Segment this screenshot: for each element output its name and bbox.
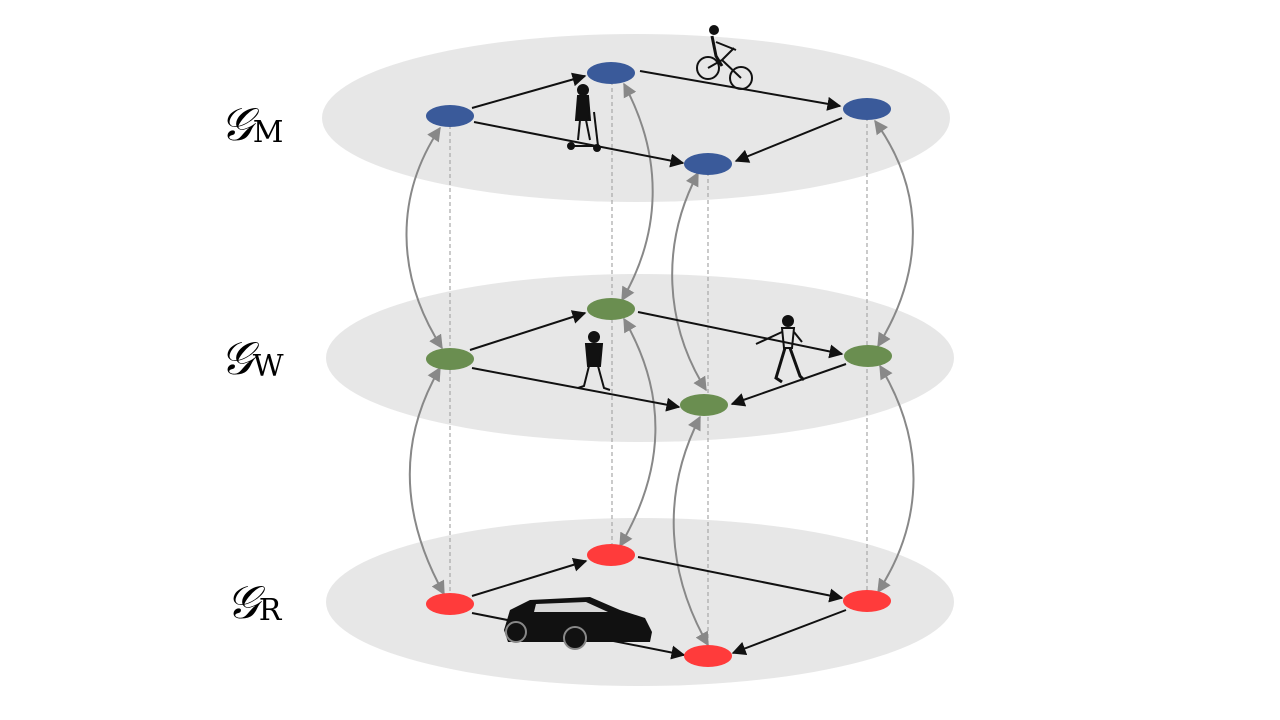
- nodes-w: [426, 298, 892, 416]
- node-r-1: [426, 593, 474, 615]
- node-m-4: [843, 98, 891, 120]
- intra-edges-m: [471, 70, 843, 168]
- car-icon: [504, 597, 652, 650]
- inter-layer-edges: [405, 82, 915, 647]
- node-m-3: [684, 153, 732, 175]
- node-r-2: [587, 544, 635, 566]
- node-m-2: [587, 62, 635, 84]
- node-m-1: [426, 105, 474, 127]
- node-r-3: [684, 645, 732, 667]
- node-w-2: [587, 298, 635, 320]
- scooter-rider-icon: [567, 84, 601, 152]
- node-w-3: [680, 394, 728, 416]
- intra-edges-w: [469, 310, 847, 412]
- node-r-4: [843, 590, 891, 612]
- node-w-4: [844, 345, 892, 367]
- nodes-r: [426, 544, 891, 667]
- cyclist-icon: [696, 25, 753, 90]
- plane-w: [326, 274, 954, 442]
- pedestrian-woman-icon: [755, 315, 806, 384]
- layer-label-r: 𝒢R: [226, 575, 283, 629]
- pedestrian-man-icon: [577, 331, 611, 391]
- layer-label-w: 𝒢W: [220, 331, 284, 385]
- nodes-m: [426, 62, 891, 175]
- node-w-1: [426, 348, 474, 370]
- layer-label-m: 𝒢M: [220, 97, 283, 151]
- plane-r: [326, 518, 954, 686]
